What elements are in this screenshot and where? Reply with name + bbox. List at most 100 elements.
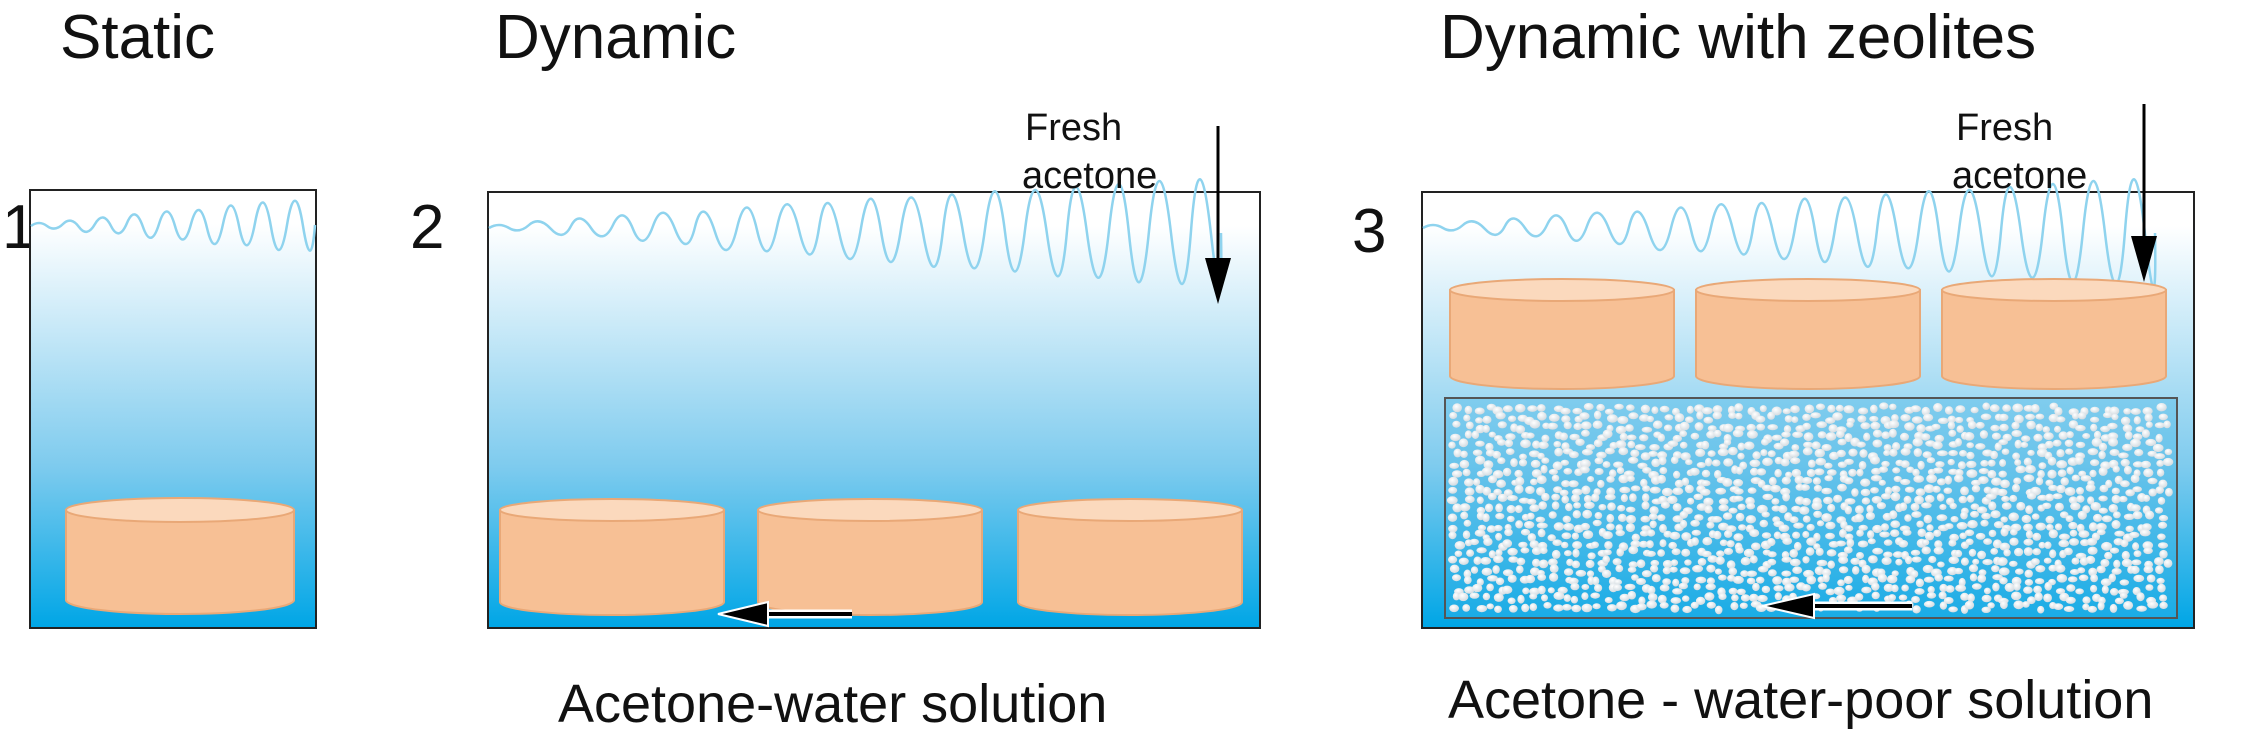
zeolite-bead [2090, 502, 2101, 511]
zeolite-bead [1893, 551, 1903, 558]
zeolite-bead [1507, 547, 1518, 556]
zeolite-bead [1726, 540, 1735, 548]
zeolite-bead [1601, 569, 1612, 578]
zeolite-bead [1458, 592, 1469, 602]
zeolite-bead [1462, 530, 1471, 539]
zeolite-bead [1470, 566, 1479, 574]
zeolite-bead [1527, 405, 1538, 412]
zeolite-bead [1561, 415, 1571, 423]
zeolite-bead [1858, 407, 1869, 415]
zeolite-bead [2143, 468, 2154, 478]
zeolite-bead [2012, 403, 2024, 413]
zeolite-bead [1646, 415, 1655, 423]
zeolite-bead [1937, 478, 1946, 486]
zeolite-bead [2136, 605, 2147, 612]
zeolite-bead [1860, 422, 1871, 430]
zeolite-bead [2023, 523, 2033, 532]
zeolite-bead [1802, 531, 1810, 538]
zeolite-bead [1843, 546, 1853, 554]
zeolite-bead [1617, 416, 1629, 424]
zeolite-bead [1680, 519, 1688, 529]
zeolite-bead [1857, 540, 1869, 548]
zeolite-bead [1934, 434, 1945, 443]
zeolite-bead [1659, 584, 1670, 592]
zeolite-bead [1928, 555, 1937, 564]
zeolite-bead [1964, 600, 1975, 610]
zeolite-bead [1964, 529, 1975, 537]
zeolite-bead [1784, 583, 1795, 592]
zeolite-bead [1547, 422, 1558, 430]
zeolite-bead [1722, 478, 1733, 487]
zeolite-bead [1999, 542, 2011, 551]
zeolite-bead [1536, 475, 1547, 485]
zeolite-bead [1756, 576, 1765, 584]
zeolite-bead [1990, 450, 1998, 460]
zeolite-bead [1559, 432, 1568, 441]
zeolite-bead [1684, 484, 1694, 494]
zeolite-bead [1735, 466, 1743, 475]
zeolite-bead [1701, 407, 1713, 415]
zeolite-bead [2054, 502, 2064, 512]
zeolite-bead [1538, 501, 1547, 510]
zeolite-bead [1977, 506, 1988, 514]
zeolite-bead [1566, 558, 1574, 567]
zeolite-bead [1738, 524, 1747, 531]
zeolite-bead [2068, 420, 2079, 429]
zeolite-bead [1488, 431, 1496, 438]
zeolite-bead [2111, 568, 2122, 575]
zeolite-bead [2111, 413, 2119, 421]
zeolite-bead [1572, 541, 1583, 550]
zeolite-bead [2020, 441, 2029, 448]
panel-static: Static 1 [2, 3, 317, 629]
zeolite-bead [2000, 600, 2008, 610]
zeolite-bead [1954, 438, 1962, 447]
zeolite-bead [1737, 452, 1745, 460]
zeolite-bead [1950, 516, 1959, 523]
zeolite-bead [1898, 540, 1909, 548]
zeolite-bead [1464, 487, 1475, 496]
tank-1-outline [29, 189, 317, 629]
zeolite-bead [1801, 584, 1811, 592]
zeolite-bead [1728, 446, 1738, 456]
zeolite-bead [2038, 462, 2047, 470]
zeolite-bead [2132, 511, 2143, 520]
zeolite-bead [1870, 455, 1880, 465]
zeolite-bead [2111, 494, 2121, 504]
zeolite-bead [1537, 585, 1546, 595]
zeolite-bead [1690, 519, 1700, 527]
zeolite-bead [1806, 523, 1815, 531]
zeolite-bead [1660, 501, 1670, 509]
zeolite-bead [1606, 414, 1618, 423]
zeolite-bead [2052, 439, 2062, 447]
zeolite-bead [1651, 406, 1659, 415]
zeolite-bead [1794, 475, 1804, 485]
zeolite-bead [1920, 433, 1931, 441]
zeolite-bead [1743, 441, 1755, 450]
zeolite-bead [1569, 433, 1580, 441]
zeolite-bead [1790, 457, 1801, 465]
zeolite-bead [1582, 509, 1593, 519]
zeolite-bead [1563, 523, 1574, 531]
zeolite-bead [1706, 601, 1716, 609]
zeolite-bead [1804, 404, 1815, 414]
zeolite-bead [1626, 475, 1635, 482]
zeolite-bead [1998, 567, 2010, 576]
zeolite-bead [1785, 471, 1793, 478]
zeolite-bead [1685, 416, 1694, 424]
zeolite-bead [1684, 559, 1692, 566]
zeolite-bead [1848, 468, 1857, 477]
zeolite-bead [2054, 407, 2063, 416]
zeolite-bead [1774, 592, 1782, 601]
zeolite-bead [1861, 564, 1871, 574]
zeolite-bead [1948, 606, 1958, 613]
zeolite-bead [1592, 420, 1603, 429]
zeolite-bead [2114, 597, 2124, 605]
zeolite-bead [1782, 492, 1790, 502]
zeolite-bead [2142, 541, 2154, 550]
zeolite-bead [2072, 412, 2079, 420]
zeolite-bead [2154, 453, 2166, 460]
zeolite-bead [2003, 549, 2011, 557]
zeolite-bead [2122, 443, 2133, 451]
zeolite-bead [2119, 579, 2129, 586]
zeolite-bead [1482, 415, 1492, 424]
